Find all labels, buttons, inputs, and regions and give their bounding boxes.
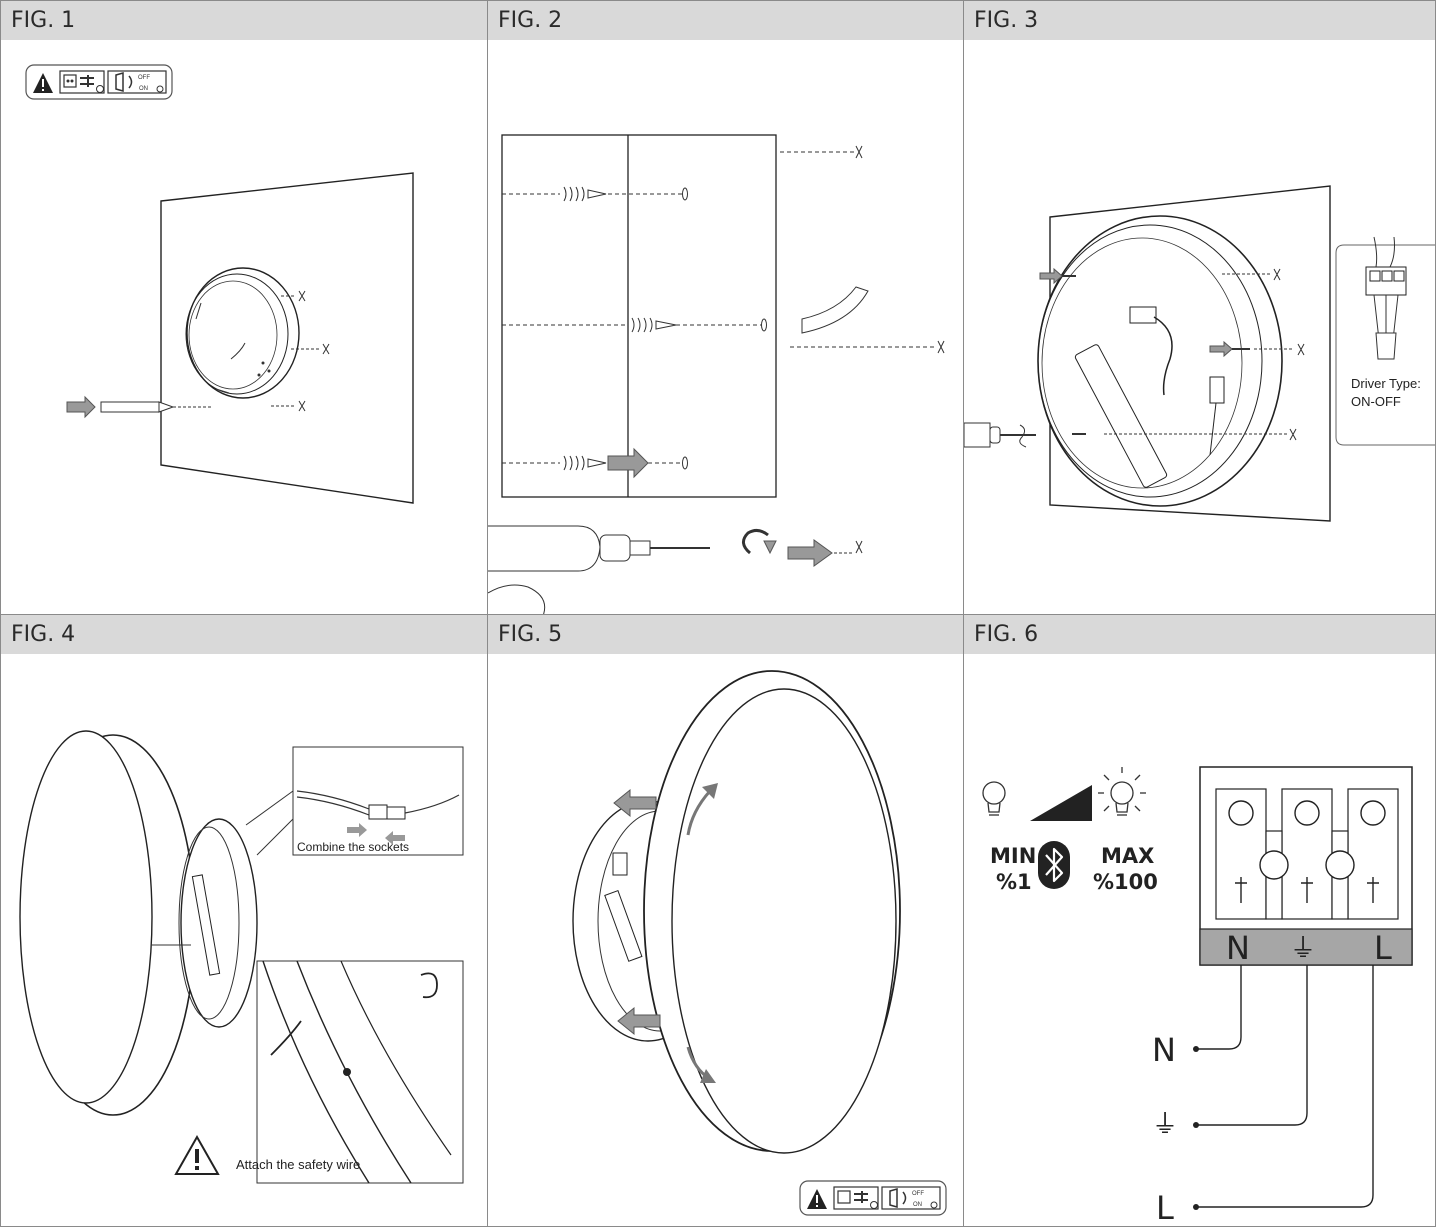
- connector-detail: Driver Type: ON-OFF: [1335, 236, 1435, 446]
- diffuser-cover: [19, 730, 196, 1116]
- fig-6-title: FIG. 6: [964, 615, 1435, 654]
- terminal-l: L: [1374, 929, 1392, 967]
- max-label: MAX: [1101, 844, 1154, 868]
- badge-off-text-2: OFF: [912, 1191, 924, 1197]
- wall-anchors: [563, 186, 767, 471]
- power-drill: [488, 525, 710, 614]
- safety-wire-detail: [256, 960, 464, 1184]
- wire-label-earth: ⏚: [1152, 1110, 1178, 1140]
- badge-on-text-2: ON: [913, 1202, 922, 1208]
- safety-badge: OFF ON: [799, 1180, 947, 1216]
- fig-1-title: FIG. 1: [1, 1, 487, 40]
- base-with-driver: [151, 818, 258, 1028]
- fig-5-drawing: OFF ON: [572, 670, 947, 1216]
- fig-2-drawing: [488, 134, 945, 614]
- drill-marks: [271, 295, 319, 407]
- terminal-block: N ⏚ L: [1199, 766, 1413, 967]
- fig-1-panel: FIG. 1 OFF O: [0, 0, 488, 615]
- screwdriver: [964, 422, 1036, 448]
- terminal-n: N: [1226, 929, 1250, 967]
- wall-section: [501, 134, 777, 498]
- fig-2-panel: FIG. 2: [487, 0, 964, 615]
- fig-3-panel: FIG. 3: [963, 0, 1436, 615]
- warning-text: Attach the safety wire: [236, 1157, 360, 1172]
- fig-1-drawing: OFF ON: [25, 64, 414, 504]
- fig-6-panel: FIG. 6 MIN %1 MAX %100: [963, 614, 1436, 1227]
- bulb-dim-icon: [982, 781, 1006, 816]
- fig-4-panel: FIG. 4 Combine the sockets: [0, 614, 488, 1227]
- driver-type-label: Driver Type:: [1351, 376, 1421, 391]
- min-label: MIN: [990, 844, 1036, 868]
- bluetooth-icon: [1038, 841, 1070, 889]
- screws: [1039, 267, 1250, 435]
- warning-triangle-icon: [174, 1134, 220, 1175]
- badge-off-text: OFF: [138, 75, 150, 81]
- fig-6-drawing: MIN %1 MAX %100: [982, 766, 1413, 1227]
- base-plate-mounted: [1037, 215, 1283, 507]
- wire-label-n: N: [1152, 1031, 1176, 1069]
- fig-4-drawing: Combine the sockets Attach the safety wi…: [19, 730, 464, 1184]
- fig-2-title: FIG. 2: [488, 1, 963, 40]
- safety-badge: OFF ON: [25, 64, 173, 100]
- max-value: %100: [1093, 870, 1158, 894]
- dimming-wedge-icon: [1030, 785, 1092, 821]
- fig-5-panel: FIG. 5: [487, 614, 964, 1227]
- wire-label-l: L: [1156, 1189, 1174, 1227]
- fig-5-title: FIG. 5: [488, 615, 963, 654]
- bulb-bright-icon: [1098, 767, 1146, 816]
- base-plate: [185, 267, 300, 399]
- fig-4-title: FIG. 4: [1, 615, 487, 654]
- pencil-marker: [66, 395, 211, 419]
- socket-plug-icon: [59, 70, 105, 94]
- warning-triangle-icon: [33, 73, 53, 93]
- rotate-arrow: [742, 528, 854, 567]
- switch-off-on-icon: OFF ON: [107, 70, 167, 94]
- min-value: %1: [996, 870, 1032, 894]
- driver-type-value: ON-OFF: [1351, 394, 1401, 409]
- remove-arrows: [613, 788, 661, 1036]
- fig-3-drawing: Driver Type: ON-OFF: [964, 185, 1435, 522]
- terminal-earth: ⏚: [1290, 934, 1316, 964]
- socket-callout: Combine the sockets: [245, 746, 464, 856]
- fig-3-title: FIG. 3: [964, 1, 1435, 40]
- badge-on-text: ON: [139, 86, 148, 92]
- diffuser-cover: [643, 670, 901, 1154]
- callout-text: Combine the sockets: [297, 840, 409, 854]
- cable-segment: [801, 286, 869, 334]
- supply-wires: [1196, 965, 1374, 1208]
